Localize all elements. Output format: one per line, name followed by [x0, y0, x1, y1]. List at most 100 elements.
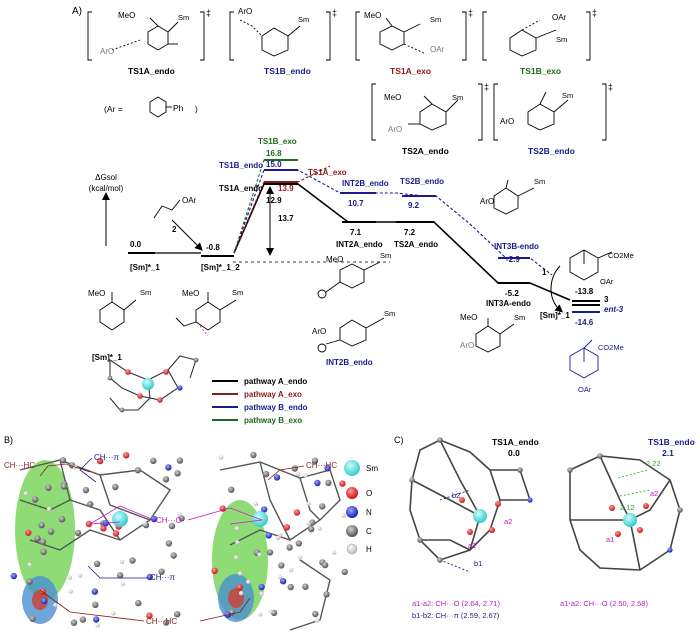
atom — [53, 602, 58, 608]
svg-text:Sm: Sm — [178, 13, 189, 22]
atom — [268, 609, 273, 614]
atom — [233, 555, 239, 560]
structure-int2b-upper: MeO Sm — [317, 251, 391, 299]
atom — [170, 552, 177, 559]
atom — [174, 611, 181, 618]
legend-a-exo: pathway A_exo — [244, 390, 302, 399]
line-ch-hc-left — [47, 463, 91, 473]
atom — [165, 540, 173, 547]
atom — [325, 479, 332, 487]
atom — [10, 572, 17, 580]
atom — [142, 521, 147, 526]
svg-text:a1: a1 — [468, 541, 476, 550]
svg-text:[Sm]*_1: [Sm]*_1 — [92, 353, 122, 362]
atom — [293, 509, 301, 516]
line-ch-pi-bottom — [87, 565, 148, 579]
svg-text:a1: a1 — [606, 535, 614, 544]
atom — [40, 548, 47, 555]
svg-text:Sm: Sm — [384, 309, 395, 318]
line-ch-hc-bottom-right — [199, 597, 251, 622]
atom — [74, 529, 82, 537]
val-ent3: -14.6 — [575, 318, 594, 327]
atom — [296, 472, 301, 477]
structure-sm1-2: MeO Sm — [175, 288, 243, 337]
atom — [150, 515, 158, 523]
ts-structure-ts2a-endo: MeO ArO Sm ‡ — [371, 82, 489, 141]
atom — [306, 521, 311, 526]
atom — [26, 578, 33, 585]
label-ch-hc-right: CH···HC — [306, 461, 337, 470]
ts-structure-ts1a-endo: MeO ArO Sm ‡ — [87, 8, 211, 61]
svg-text:Sm: Sm — [366, 464, 378, 473]
svg-text:OAr: OAr — [600, 277, 614, 286]
svg-text:MeO: MeO — [364, 11, 381, 20]
caption-c-left-1: a1-a2: CH···O (2.64, 2.71) — [412, 599, 500, 608]
atom — [238, 591, 244, 596]
atom — [59, 457, 67, 464]
atom — [38, 521, 45, 529]
val-ts1a-endo: 12.9 — [266, 196, 282, 205]
atom — [257, 552, 262, 557]
atom — [165, 464, 172, 471]
atom — [258, 583, 265, 591]
svg-text:MeO: MeO — [118, 11, 135, 20]
atom — [235, 540, 240, 545]
atom — [134, 467, 142, 474]
atom — [34, 535, 41, 542]
line-ch-o-right — [187, 507, 263, 525]
atom — [67, 575, 73, 580]
svg-text:MeO: MeO — [460, 313, 477, 322]
atom — [92, 601, 99, 608]
lbl-sm1: [Sm]*_1 — [130, 263, 160, 272]
svg-text:C: C — [366, 527, 372, 536]
svg-text:MeO: MeO — [384, 93, 401, 102]
atom — [273, 474, 281, 481]
ts-structure-ts1a-exo: MeO OAr Sm ‡ — [355, 8, 473, 61]
atom — [259, 591, 264, 596]
atom — [176, 457, 184, 464]
svg-text:ArO: ArO — [388, 125, 402, 134]
atom — [287, 583, 294, 591]
atom — [95, 623, 101, 628]
svg-text:MeO: MeO — [326, 255, 343, 264]
svg-text:Sm: Sm — [140, 288, 151, 297]
svg-text:2.22: 2.22 — [646, 459, 661, 468]
atom — [32, 496, 39, 503]
caption-c-right: a1-a2: CH···O (2.50, 2.58) — [560, 599, 648, 608]
val-ts1b-endo: 15.0 — [266, 160, 282, 169]
val-ts1a-exo: 13.9 — [278, 184, 294, 193]
atom — [321, 561, 329, 569]
structure-sm1: MeO Sm — [88, 288, 151, 331]
svg-text:‡: ‡ — [608, 82, 613, 92]
reagent-1-arrow: 1 — [542, 265, 564, 313]
atom — [68, 589, 73, 594]
ts-structure-ts1b-exo: OAr Sm ‡ — [482, 8, 597, 61]
label-ch-hc-bottom: CH···HC — [146, 617, 177, 626]
atom — [135, 599, 142, 607]
val-ts2b: 9.2 — [408, 201, 420, 210]
line-ch-pi-top — [79, 457, 97, 483]
atom — [278, 562, 285, 569]
atom — [211, 567, 218, 574]
structure-int3b: ArO Sm — [480, 177, 545, 215]
svg-text:CO2Me: CO2Me — [598, 343, 624, 352]
atom — [262, 470, 270, 478]
lbl-ts2a: TS2A_endo — [394, 240, 438, 249]
svg-text:O: O — [366, 489, 372, 498]
legend-atom-c — [346, 525, 358, 537]
svg-text:Sm: Sm — [556, 35, 567, 44]
atom — [119, 559, 125, 564]
legend-a-endo: pathway A_endo — [244, 377, 307, 386]
atom — [228, 486, 235, 493]
atom — [295, 540, 302, 547]
nci-surface-left — [10, 452, 185, 628]
val-int3b: -2.9 — [506, 255, 520, 264]
atom — [317, 526, 323, 531]
y-axis-label: ΔGsol — [95, 173, 117, 182]
legend-b-exo: pathway B_exo — [244, 416, 302, 425]
svg-text:2: 2 — [172, 225, 177, 234]
panel-c-left-energy: 0.0 — [508, 448, 520, 458]
ts-structure-ts2b-endo: ArO Sm ‡ — [493, 82, 613, 141]
svg-text:Sm: Sm — [298, 15, 309, 24]
ts-label-ts2a-endo: TS2A_endo — [402, 146, 449, 156]
